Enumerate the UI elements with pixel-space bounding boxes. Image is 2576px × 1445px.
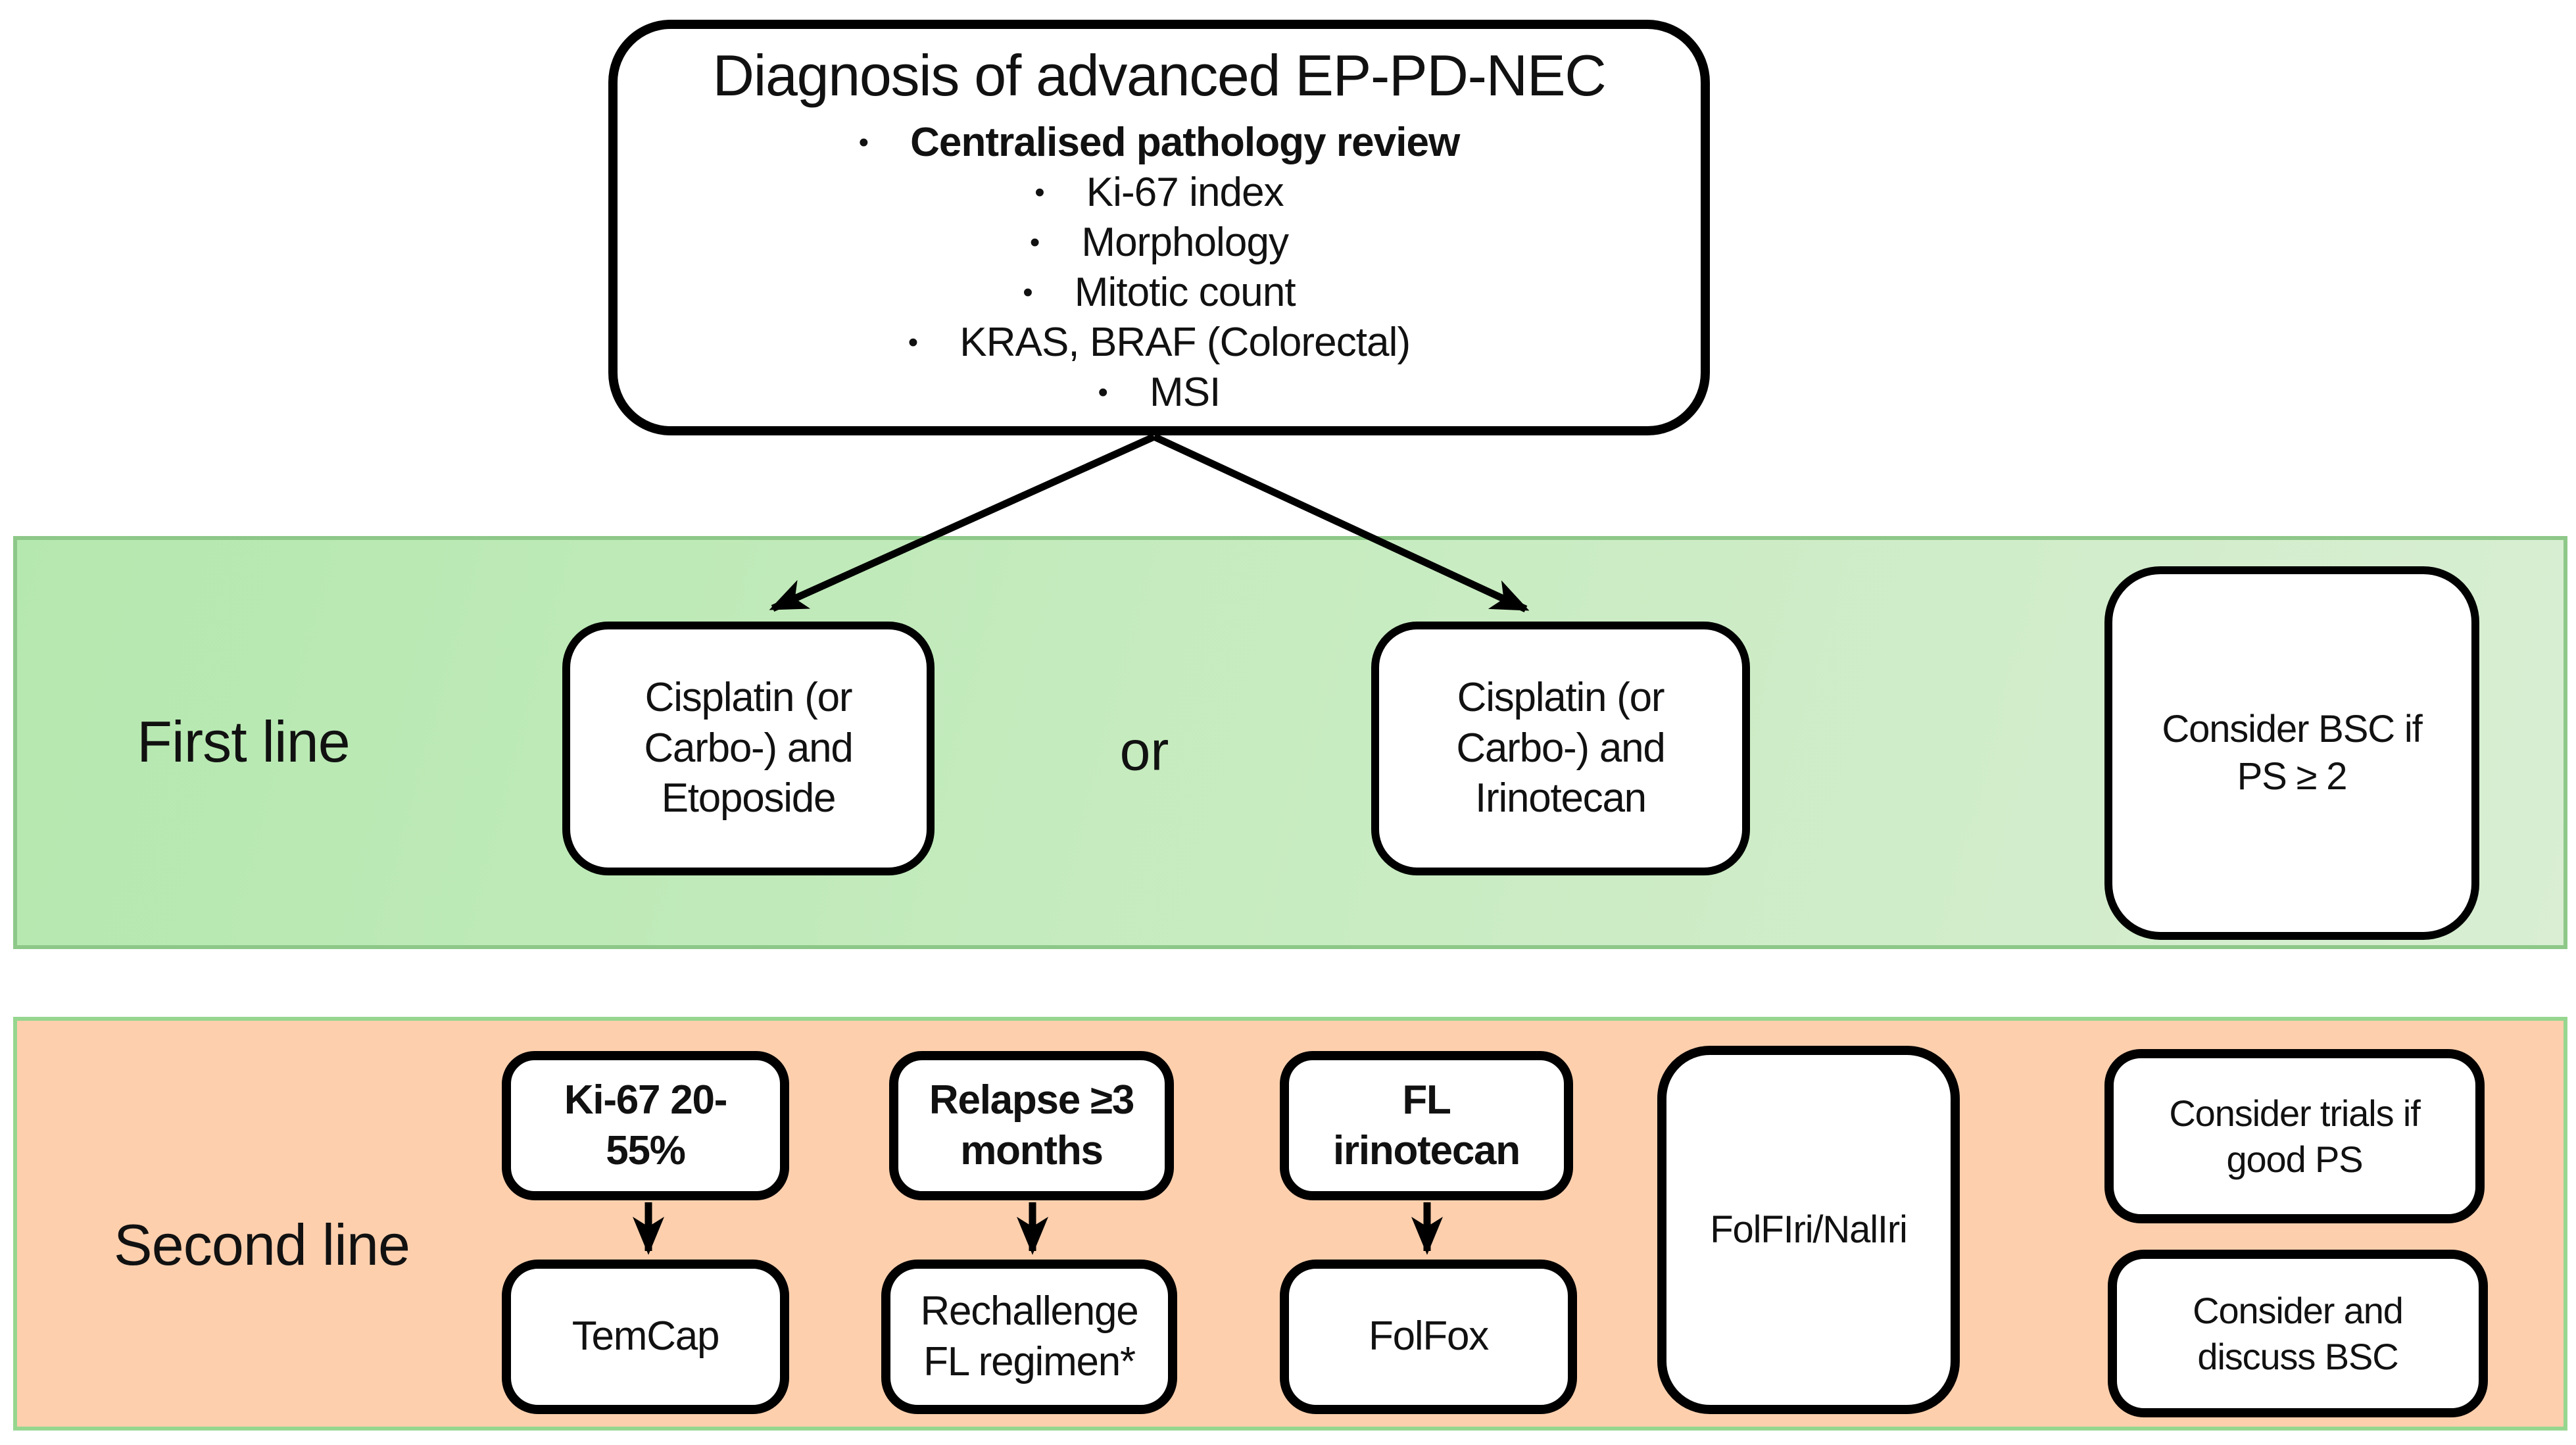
first-line-option-irinotecan: Cisplatin (or Carbo-) and Irinotecan: [1371, 622, 1750, 875]
second-line-label: Second line: [113, 1212, 410, 1277]
bullet-item: • MSI: [1098, 370, 1221, 416]
bullet-icon: •: [858, 126, 869, 159]
diagnosis-title: Diagnosis of advanced EP-PD-NEC: [712, 43, 1607, 108]
diagnosis-bullet-list: • Centralised pathology review • Ki-67 i…: [858, 118, 1461, 418]
bullet-icon: •: [1023, 276, 1033, 308]
bullet-icon: •: [1098, 376, 1108, 408]
bullet-icon: •: [1029, 226, 1040, 258]
treatment-temcap-box: TemCap: [502, 1260, 789, 1414]
criterion-fl-irinotecan-box: FL irinotecan: [1280, 1051, 1573, 1200]
criterion-relapse-box: Relapse ≥3 months: [889, 1051, 1174, 1200]
bullet-item: • Mitotic count: [1023, 270, 1296, 316]
first-line-option-etoposide: Cisplatin (or Carbo-) and Etoposide: [562, 622, 935, 875]
diagnosis-box: Diagnosis of advanced EP-PD-NEC • Centra…: [608, 20, 1710, 435]
alternative-folfiri-naliri-box: FolFIri/NalIri: [1657, 1046, 1960, 1414]
bullet-item: • Ki-67 index: [1034, 170, 1284, 216]
or-label: or: [1119, 720, 1169, 782]
bullet-icon: •: [908, 326, 918, 358]
consider-discuss-bsc-box: Consider and discuss BSC: [2108, 1250, 2488, 1417]
treatment-rechallenge-box: Rechallenge FL regimen*: [881, 1260, 1177, 1414]
bullet-item: • Centralised pathology review: [858, 120, 1461, 166]
bullet-item: • KRAS, BRAF (Colorectal): [908, 320, 1411, 366]
consider-trials-box: Consider trials if good PS: [2104, 1049, 2485, 1223]
bullet-item: • Morphology: [1029, 220, 1289, 266]
bullet-icon: •: [1034, 176, 1044, 208]
first-line-bsc-box: Consider BSC if PS ≥ 2: [2104, 566, 2479, 940]
treatment-folfox-box: FolFox: [1280, 1260, 1577, 1414]
first-line-label: First line: [137, 709, 351, 774]
criterion-ki67-box: Ki-67 20- 55%: [502, 1051, 789, 1200]
